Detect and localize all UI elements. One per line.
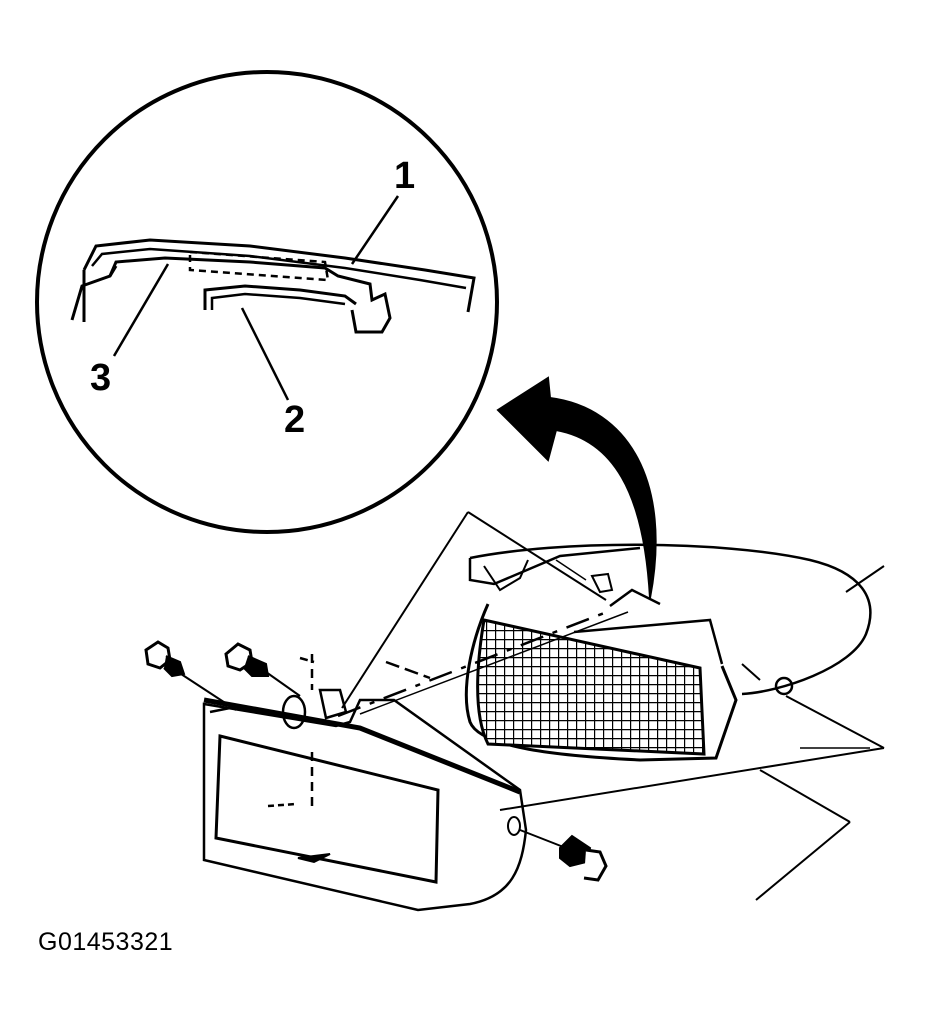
vehicle-body xyxy=(468,543,885,901)
lamp-cover xyxy=(202,688,528,912)
callout-2: 2 xyxy=(284,399,305,441)
lower-right-screw xyxy=(519,829,608,882)
lamp-lens xyxy=(476,618,706,756)
reference-lines xyxy=(341,511,607,709)
callout-3: 3 xyxy=(90,357,111,399)
leader-line-3 xyxy=(112,263,170,357)
body-upper-panel xyxy=(469,543,872,696)
leader-line-1 xyxy=(350,195,400,265)
cover-window xyxy=(214,734,440,884)
detail-circle xyxy=(35,70,499,534)
magnify-arrow xyxy=(496,376,657,599)
leader-line-2 xyxy=(240,307,290,401)
cover-lower-hole xyxy=(507,816,521,836)
figure-id: G01453321 xyxy=(38,928,174,956)
cover-outline xyxy=(202,698,528,912)
lamp-mount-hole xyxy=(774,676,794,696)
alignment-lines xyxy=(299,608,885,811)
detail-magnifier: 1 2 3 xyxy=(35,70,499,534)
lamp-tab-part xyxy=(203,284,357,310)
housing-edge-part xyxy=(82,238,476,313)
cover-mount-boss xyxy=(281,694,307,730)
retaining-clip-part xyxy=(108,256,392,334)
lamp-housing xyxy=(464,603,738,762)
upper-left-bolt xyxy=(144,640,237,711)
magnify-arrow-body xyxy=(496,376,657,599)
callout-1: 1 xyxy=(394,155,415,197)
upper-center-bolt xyxy=(224,642,301,697)
lamp-assembly xyxy=(464,588,794,762)
